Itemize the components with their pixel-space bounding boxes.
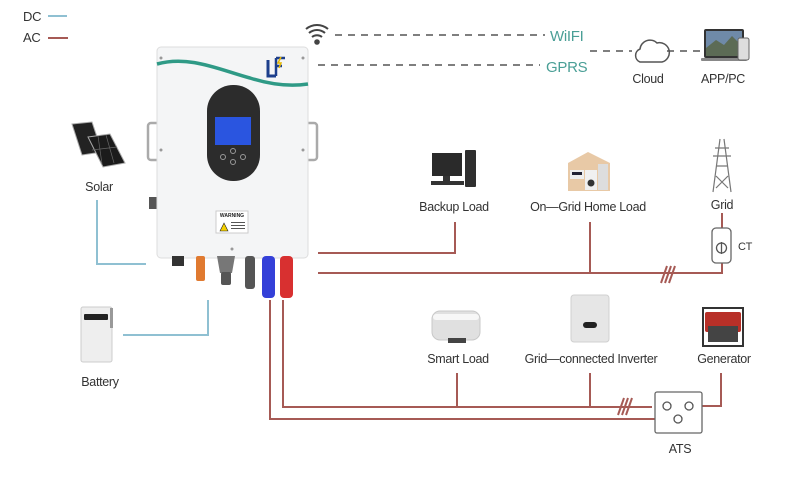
ats-inverter-line — [269, 300, 673, 420]
lcd-screen — [215, 117, 251, 145]
solar-label: Solar — [85, 180, 113, 194]
inverter-wave — [156, 59, 309, 87]
legend-ac-label: AC — [23, 30, 40, 45]
generator-line — [694, 373, 722, 407]
wifi-icon — [305, 24, 329, 45]
warning-text: WARNING — [220, 213, 244, 219]
grid-label: Grid — [711, 198, 734, 212]
grid-inverter-icon — [570, 294, 610, 343]
battery-label: Battery — [81, 375, 120, 389]
generator-label: Generator — [697, 352, 751, 366]
battery-icon — [80, 306, 113, 363]
on-grid-home-load-label: On—Grid Home Load — [530, 200, 646, 214]
laptop-phone-icon — [701, 29, 750, 61]
app-pc-label: APP/PC — [701, 72, 745, 86]
grid-line — [318, 263, 723, 274]
battery-dc-line — [123, 300, 209, 336]
backup-load-label: Backup Load — [419, 200, 489, 214]
ats-label: ATS — [669, 442, 691, 456]
cable-connectors — [172, 256, 293, 298]
control-buttons — [220, 148, 246, 165]
cloud-icon — [634, 39, 671, 63]
ats-load-line — [282, 300, 652, 408]
gprs-label: GPRS — [546, 59, 588, 76]
solar-dc-line — [96, 200, 146, 265]
cloud-label: Cloud — [632, 72, 664, 86]
legend-dc-label: DC — [23, 9, 41, 24]
brand-logo — [266, 56, 285, 78]
desktop-computer-icon — [431, 150, 476, 187]
home-appliances-icon — [568, 152, 610, 191]
generator-icon — [702, 307, 744, 347]
water-heater-icon — [431, 310, 481, 343]
hybrid-inverter: WARNING — [146, 46, 319, 298]
warning-label: WARNING — [215, 210, 249, 234]
power-tower-icon — [712, 138, 732, 193]
backup-load-line — [318, 222, 456, 254]
ct-label: CT — [738, 241, 753, 253]
ats-switch — [654, 391, 703, 434]
smart-load-label: Smart Load — [427, 352, 489, 366]
ct-sensor — [711, 227, 732, 264]
three-phase-mark — [660, 265, 676, 284]
solar-panel-icon — [71, 121, 126, 168]
wifi-label: WiIFI — [550, 28, 584, 45]
grid-connected-inverter-label: Grid—connected Inverter — [525, 352, 658, 366]
legend: DC AC — [23, 9, 68, 45]
three-phase-mark-ats — [617, 397, 633, 416]
